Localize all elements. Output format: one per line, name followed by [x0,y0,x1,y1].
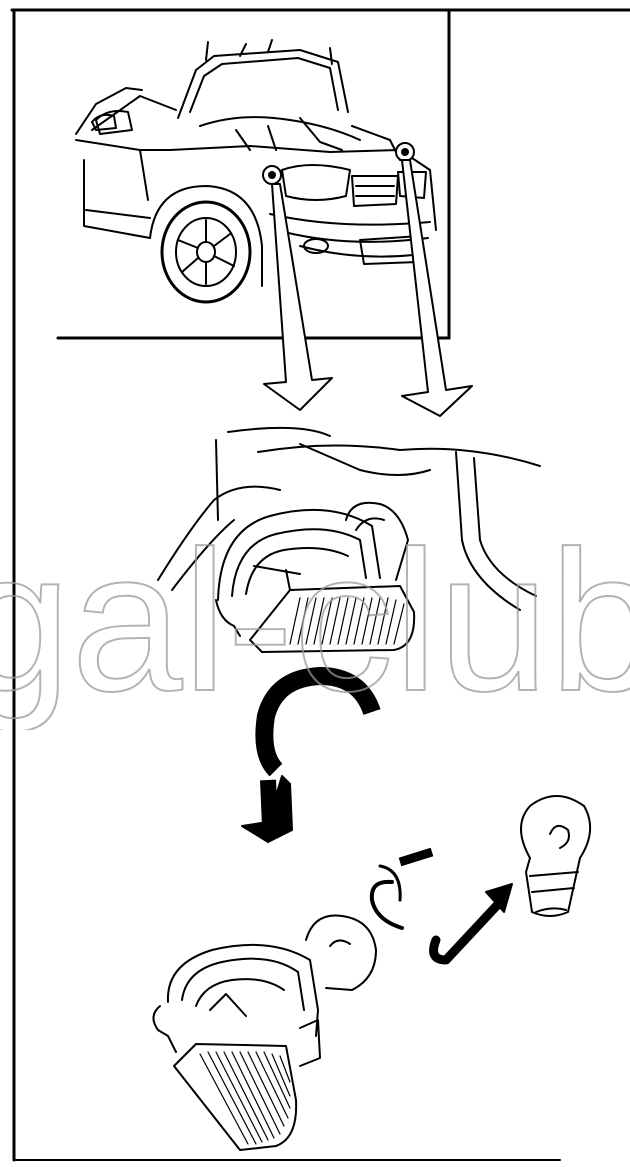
outer-frame [12,10,630,1160]
rotate-arrow-icon [242,676,372,842]
car-front-icon [76,40,436,302]
lamp-housing-with-bulb-icon [153,916,376,1151]
lamp-pointer-left [263,166,281,184]
lamp-pointer-right [396,143,414,161]
twist-arrow-icon [372,852,512,960]
inset-frame [58,10,449,338]
lamp-housing-icon [158,428,540,652]
bulb-icon [521,796,590,916]
